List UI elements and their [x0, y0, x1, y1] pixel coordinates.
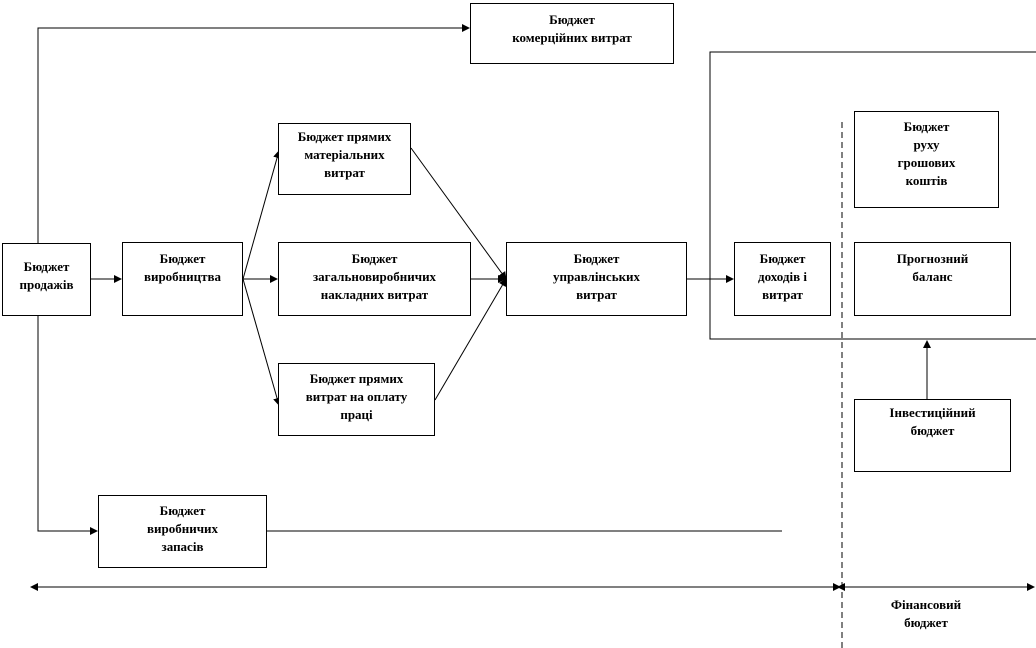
- box-administrative-budget-label: Бюджет управлінських витрат: [552, 251, 641, 302]
- box-administrative-budget: Бюджет управлінських витрат: [506, 242, 687, 316]
- box-inventory-budget-label: Бюджет виробничих запасів: [146, 503, 219, 554]
- box-income-expenses-budget-label: Бюджет доходів і витрат: [758, 251, 807, 302]
- box-production-budget-label: Бюджет виробництва: [143, 251, 222, 284]
- box-income-expenses-budget: Бюджет доходів і витрат: [734, 242, 831, 316]
- financial-budget-frame: [709, 51, 1036, 340]
- arrow-production-to-labor: [242, 278, 281, 406]
- arrow-sales-to-inventory: [37, 316, 98, 535]
- box-sales-budget-label: Бюджет продажів: [19, 259, 74, 292]
- financial-budget-label: Фінансовий бюджет: [890, 597, 962, 630]
- arrow-production-to-materials: [242, 150, 281, 280]
- box-overhead-budget: Бюджет загальновиробничих накладних витр…: [278, 242, 471, 316]
- box-production-budget: Бюджет виробництва: [122, 242, 243, 316]
- box-forecast-balance-label: Прогнозний баланс: [896, 251, 969, 284]
- box-commercial-budget-label: Бюджет комерційних витрат: [512, 12, 632, 45]
- box-cash-flow-budget: Бюджет руху грошових коштів: [854, 111, 999, 208]
- box-investment-budget: Інвестиційний бюджет: [854, 399, 1011, 472]
- box-inventory-budget: Бюджет виробничих запасів: [98, 495, 267, 568]
- arrow-materials-to-admin: [410, 147, 507, 280]
- arrow-labor-to-admin: [434, 278, 507, 401]
- box-sales-budget: Бюджет продажів: [2, 243, 91, 316]
- box-direct-labor-budget: Бюджет прямих витрат на оплату праці: [278, 363, 435, 436]
- box-direct-materials-budget-label: Бюджет прямих матеріальних витрат: [297, 129, 392, 180]
- box-commercial-budget: Бюджет комерційних витрат: [470, 3, 674, 64]
- arrow-sales-to-commercial: [37, 24, 470, 243]
- box-investment-budget-label: Інвестиційний бюджет: [889, 405, 976, 438]
- box-forecast-balance: Прогнозний баланс: [854, 242, 1011, 316]
- box-direct-materials-budget: Бюджет прямих матеріальних витрат: [278, 123, 411, 195]
- box-direct-labor-budget-label: Бюджет прямих витрат на оплату праці: [305, 371, 408, 422]
- box-cash-flow-budget-label: Бюджет руху грошових коштів: [897, 119, 956, 188]
- box-overhead-budget-label: Бюджет загальновиробничих накладних витр…: [312, 251, 437, 302]
